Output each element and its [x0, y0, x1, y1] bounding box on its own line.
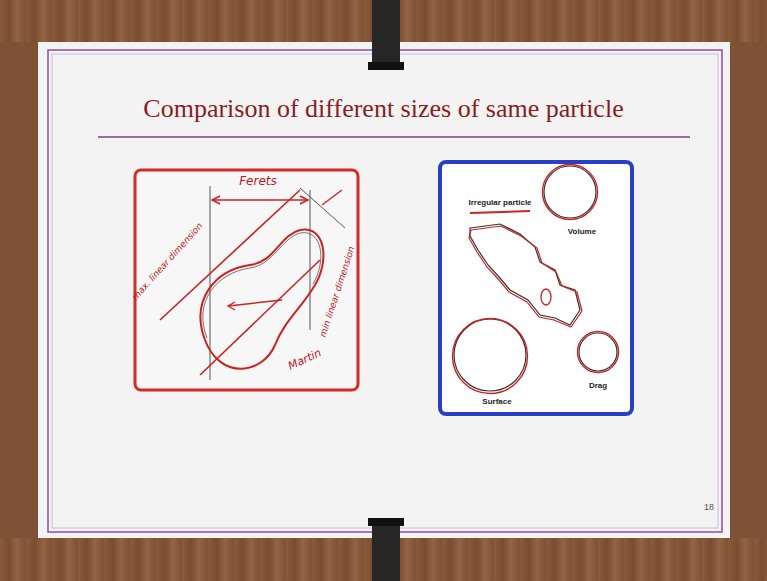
page-number: 18	[704, 502, 714, 512]
drag-label: Drag	[589, 382, 607, 391]
surface-label: Surface	[482, 398, 511, 407]
martin-label: Martin	[287, 347, 324, 373]
feret-label: Ferets	[239, 175, 277, 188]
volume-label: Volume	[568, 228, 596, 237]
equivalent-spheres-panel: Irregular particleVolumeSurface Drag	[440, 162, 632, 414]
particle-label: Irregular particle	[468, 199, 531, 208]
sketch-panel: Feretsmax. linear dimensionmin linear di…	[135, 170, 358, 390]
max-dimension-label: max. linear dimension	[131, 221, 205, 302]
min-dimension-label: min linear dimension	[319, 245, 358, 338]
slide-title: Comparison of different sizes of same pa…	[0, 94, 767, 124]
